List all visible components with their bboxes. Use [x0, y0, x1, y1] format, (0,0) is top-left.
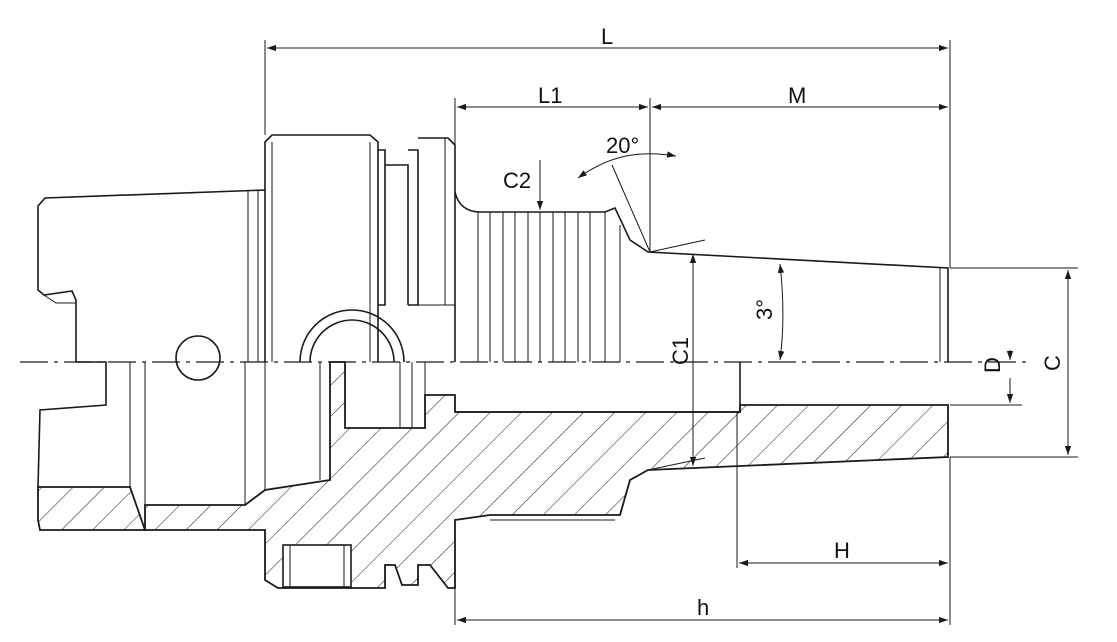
label-D: D: [980, 357, 1005, 373]
label-h: h: [697, 595, 709, 620]
label-C1: C1: [668, 337, 693, 365]
label-C2: C2: [503, 168, 531, 193]
label-C: C: [1040, 355, 1065, 371]
dimension-lines: [264, 40, 1078, 625]
label-H: H: [834, 538, 850, 563]
label-angle-20: 20°: [606, 133, 639, 158]
label-L: L: [601, 24, 613, 49]
lower-half-section: [37, 361, 949, 589]
label-L1: L1: [538, 83, 562, 108]
upper-half-view: [37, 134, 949, 381]
label-M: M: [788, 83, 806, 108]
label-angle-3: 3°: [752, 299, 777, 320]
dimension-labels: L L1 M 20° C2 C1 3° D C H h: [503, 24, 1065, 620]
